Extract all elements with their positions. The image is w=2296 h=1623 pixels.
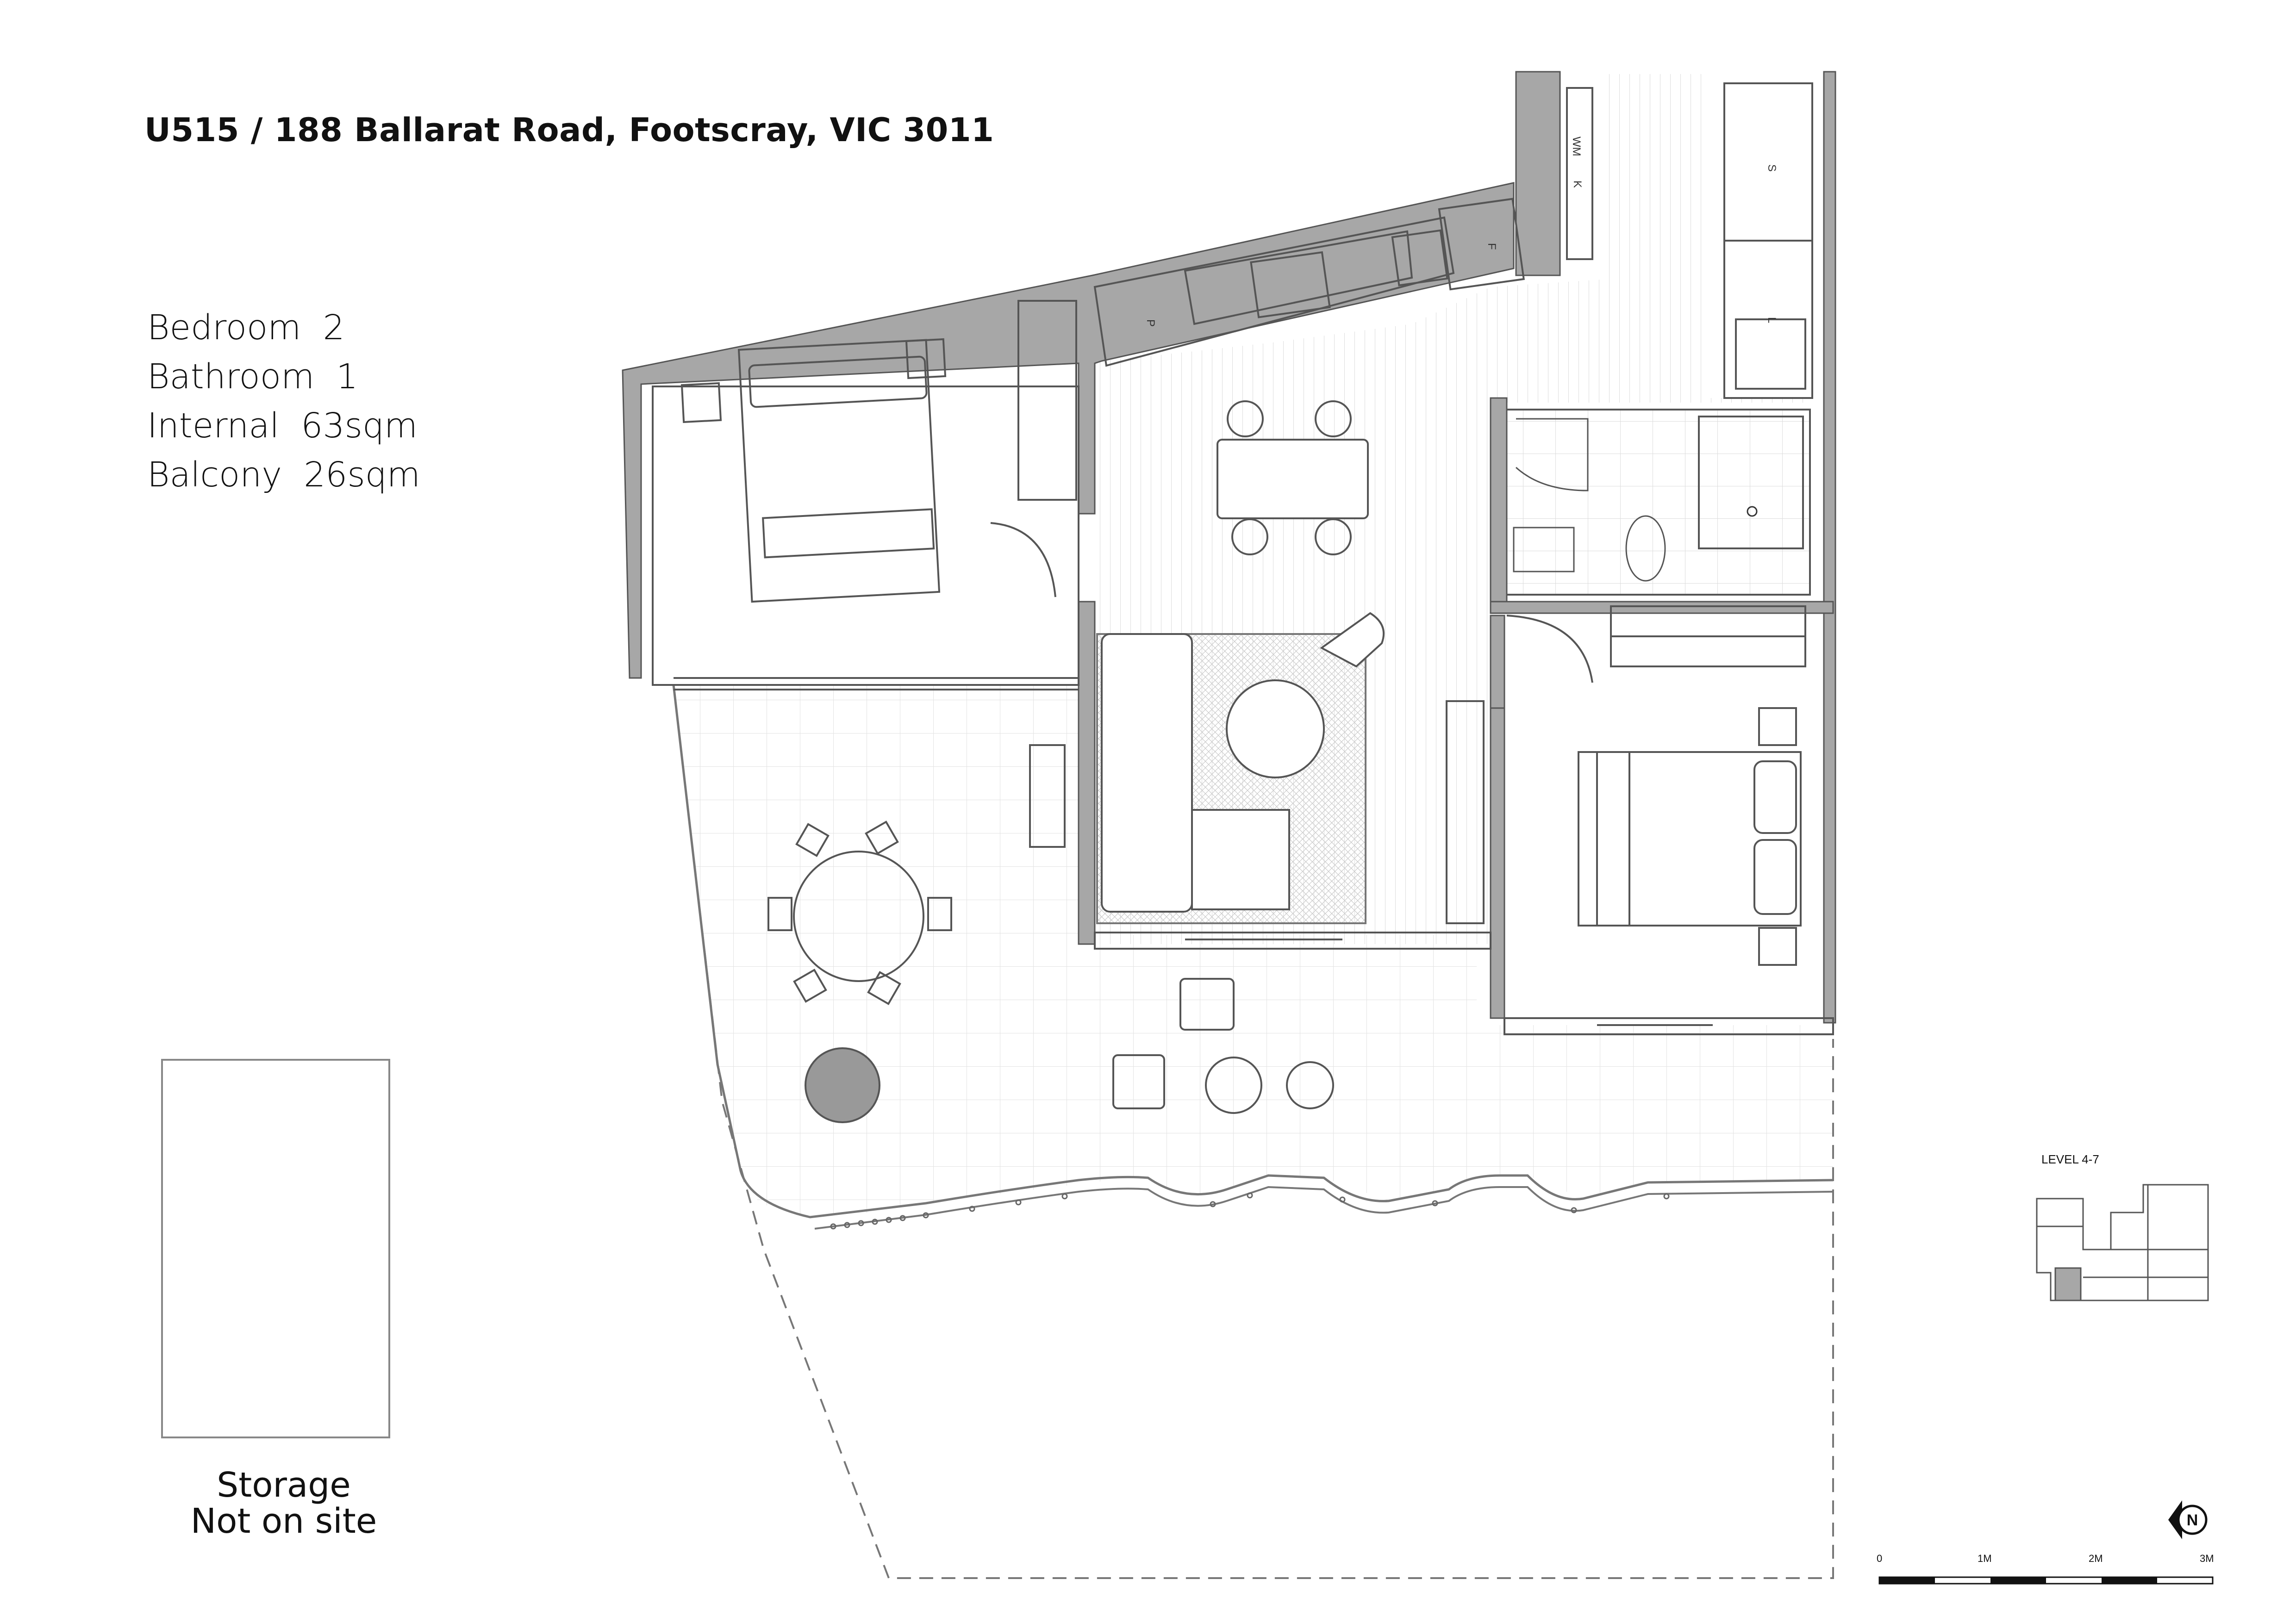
stat-internal: Internal 63sqm xyxy=(147,406,418,446)
f-label: F xyxy=(1485,243,1498,250)
key-plan xyxy=(2036,1184,2209,1301)
stat-balcony: Balcony 26sqm xyxy=(147,455,420,495)
storage-label: Storage Not on site xyxy=(190,1465,377,1541)
north-label: N xyxy=(2187,1511,2198,1529)
s-label: S xyxy=(1766,164,1778,172)
living xyxy=(1096,400,1385,924)
walls xyxy=(622,71,1836,1024)
scale-tick-3m: 3M xyxy=(2200,1553,2214,1564)
unit-summary: Bedroom 2 Bathroom 1 Internal 63sqm Balc… xyxy=(147,303,420,499)
k-label: K xyxy=(1571,180,1584,188)
stat-bedroom: Bedroom 2 xyxy=(147,308,345,348)
key-plan-label: LEVEL 4-7 xyxy=(2041,1152,2099,1166)
stat-bathroom: Bathroom 1 xyxy=(147,357,358,397)
scale-bar xyxy=(1878,1576,2214,1585)
wm-label: WM xyxy=(1570,137,1583,156)
scale-tick-1m: 1M xyxy=(1978,1553,1992,1564)
balcony-furniture xyxy=(767,744,1334,1123)
bedroom-1 xyxy=(680,300,1077,603)
storage-box xyxy=(161,1059,390,1438)
kitchen xyxy=(1093,82,1813,399)
scale-tick-2m: 2M xyxy=(2089,1553,2103,1564)
bedroom-2 xyxy=(1446,605,1806,966)
balcony xyxy=(672,684,1834,1579)
partitions xyxy=(652,386,1834,1035)
north-arrow-icon: N xyxy=(2166,1499,2209,1541)
page-title: U515 / 188 Ballarat Road, Footscray, VIC… xyxy=(144,111,994,149)
bathroom xyxy=(1504,409,1811,596)
p-label: P xyxy=(1144,319,1157,327)
l-label: L xyxy=(1766,317,1778,323)
scale-tick-0: 0 xyxy=(1877,1553,1883,1564)
